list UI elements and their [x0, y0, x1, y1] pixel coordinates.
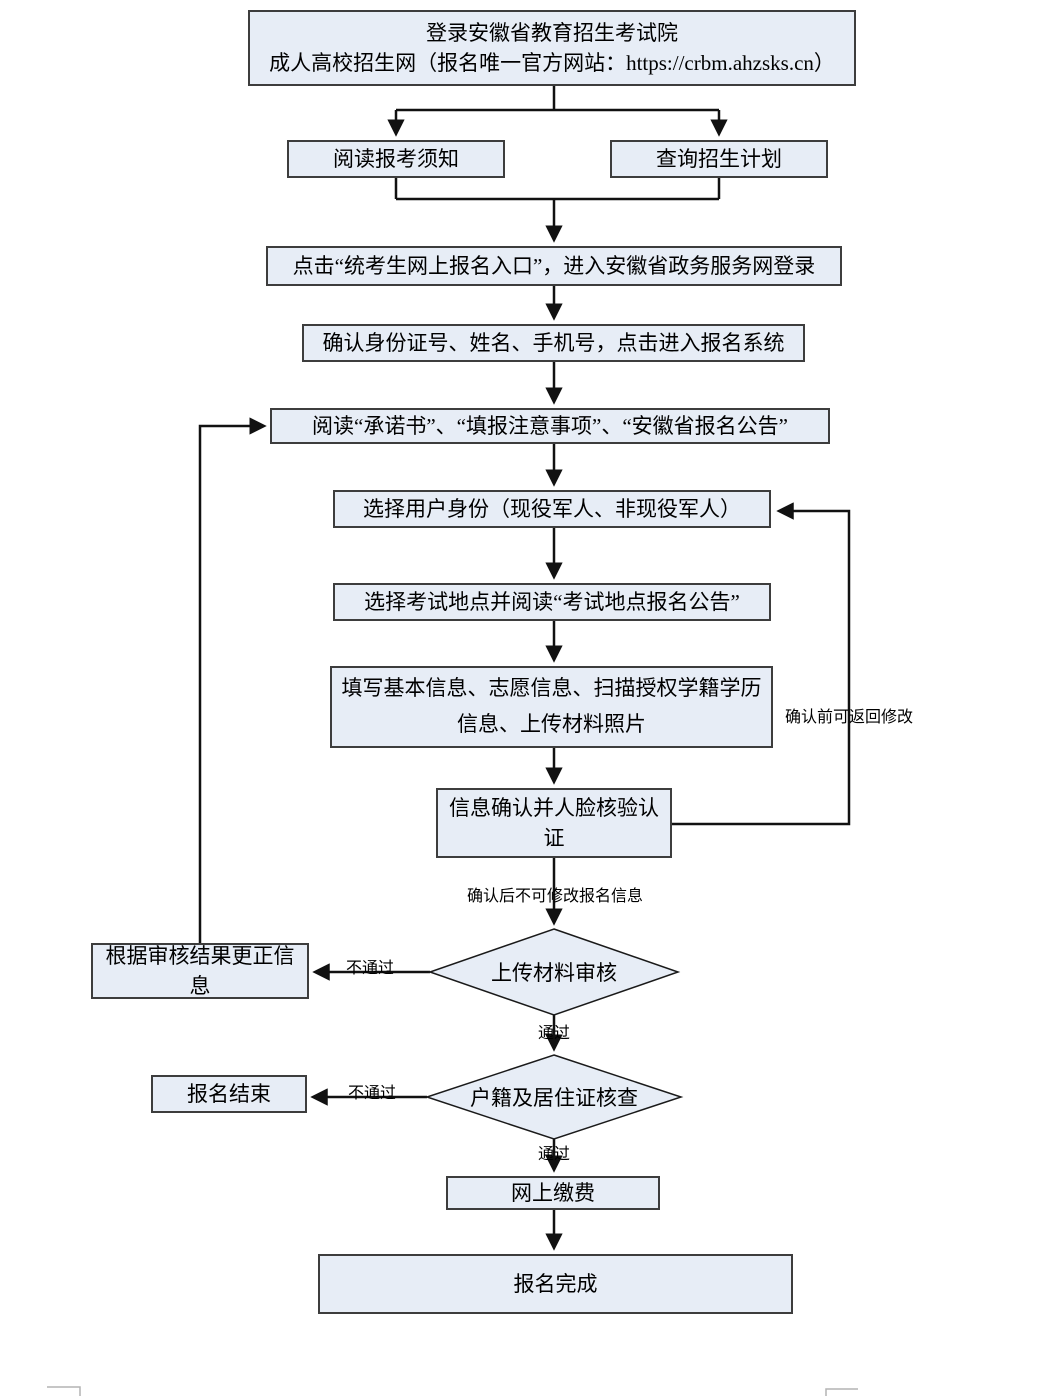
node-query-plan: 查询招生计划	[610, 140, 828, 178]
node-upload-review-label: 上传材料审核	[491, 961, 617, 985]
edge-label-no-modify-after-confirm: 确认后不可修改报名信息	[466, 888, 644, 905]
node-fill-info: 填写基本信息、志愿信息、扫描授权学籍学历信息、上传材料照片	[330, 666, 773, 748]
node-confirm-face: 信息确认并人脸核验认证	[436, 788, 672, 858]
node-select-exam-site: 选择考试地点并阅读“考试地点报名公告”	[333, 583, 771, 621]
node-login: 登录安徽省教育招生考试院 成人高校招生网（报名唯一官方网站：https://cr…	[248, 10, 856, 86]
edge-label-fail-1: 不通过	[345, 960, 395, 977]
page-corner-marks	[47, 1386, 858, 1396]
node-confirm-identity: 确认身份证号、姓名、手机号，点击进入报名系统	[302, 324, 805, 362]
node-read-notice: 阅读报考须知	[287, 140, 505, 178]
node-correct-info: 根据审核结果更正信息	[91, 943, 309, 999]
edge-label-fail-2: 不通过	[347, 1085, 397, 1102]
diamond-residence-check	[424, 1054, 684, 1140]
node-login-line1: 登录安徽省教育招生考试院	[426, 20, 678, 45]
node-online-payment: 网上缴费	[446, 1176, 660, 1210]
diamond-upload-review	[427, 928, 681, 1016]
corner-mark-right	[825, 1388, 858, 1396]
node-click-entry: 点击“统考生网上报名入口”，进入安徽省政务服务网登录	[266, 246, 842, 286]
edge-label-pass-1: 通过	[537, 1025, 571, 1042]
edge-return-before-confirm	[672, 502, 851, 826]
edge-label-pass-2: 通过	[537, 1146, 571, 1163]
node-registration-end: 报名结束	[151, 1075, 307, 1113]
edge-correct-info-loop	[198, 417, 267, 943]
node-login-line2: 成人高校招生网（报名唯一官方网站：https://crbm.ahzsks.cn）	[269, 51, 835, 75]
node-select-user-type: 选择用户身份（现役军人、非现役军人）	[333, 490, 771, 528]
edge-label-can-return-before-confirm: 确认前可返回修改	[784, 709, 914, 726]
node-registration-done: 报名完成	[318, 1254, 793, 1314]
flow-connectors	[198, 85, 851, 1251]
node-read-commitment: 阅读“承诺书”、“填报注意事项”、“安徽省报名公告”	[270, 408, 830, 444]
decision-diamonds	[424, 928, 684, 1140]
corner-mark-left	[47, 1386, 81, 1396]
node-residence-check-label: 户籍及居住证核查	[470, 1086, 638, 1110]
